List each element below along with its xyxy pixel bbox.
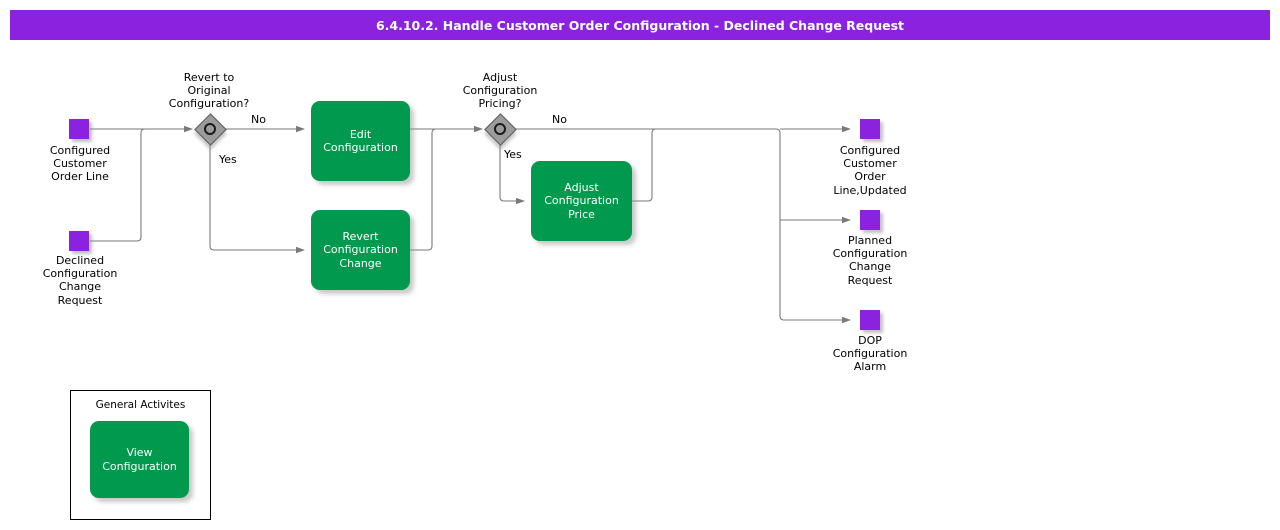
data-object-configured-customer-order-line-updated[interactable] [860, 119, 880, 139]
task-adjust-configuration-price[interactable]: Adjust Configuration Price [531, 161, 632, 241]
task-label-edit-configuration: Edit Configuration [323, 127, 398, 155]
flow-label-gw1-yes: Yes [219, 153, 237, 166]
legend-task-view-configuration[interactable]: View Configuration [90, 421, 189, 498]
gateway-label-adjust-configuration-pricing: Adjust Configuration Pricing? [462, 71, 538, 111]
data-object-label-configured-customer-order-line: Configured Customer Order Line [49, 144, 111, 184]
task-revert-configuration-change[interactable]: Revert Configuration Change [311, 210, 410, 290]
data-object-label-dop-configuration-alarm: DOP Configuration Alarm [832, 334, 908, 374]
gateway-revert-to-original-configuration[interactable] [194, 113, 227, 146]
page-title: 6.4.10.2. Handle Customer Order Configur… [10, 10, 1270, 40]
task-label-adjust-configuration-price: Adjust Configuration Price [544, 180, 619, 221]
data-object-label-planned-configuration-change-request: Planned Configuration Change Request [832, 234, 908, 287]
data-object-planned-configuration-change-request[interactable] [860, 210, 880, 230]
task-label-revert-configuration-change: Revert Configuration Change [323, 229, 398, 270]
edge-adjust-configuration-price-to-merge [632, 128, 676, 202]
data-object-dop-configuration-alarm[interactable] [860, 310, 880, 330]
legend-task-label-view-configuration: View Configuration [102, 446, 177, 473]
flow-label-gw2-yes: Yes [504, 148, 522, 161]
gateway-inclusive-ring-icon [494, 123, 506, 135]
flow-label-gw1-no: No [251, 113, 266, 126]
gateway-label-revert-to-original-configuration: Revert to Original Configuration? [168, 71, 250, 111]
data-object-label-configured-customer-order-line-updated: Configured Customer Order Line,Updated [833, 144, 907, 197]
data-object-configured-customer-order-line[interactable] [69, 119, 89, 139]
data-object-label-declined-configuration-change-request: Declined Configuration Change Request [42, 254, 118, 307]
edge-revert-configuration-change-to-gw2 [410, 128, 452, 251]
flow-label-gw2-no: No [552, 113, 567, 126]
legend-title: General Activites [95, 399, 186, 411]
task-edit-configuration[interactable]: Edit Configuration [311, 101, 410, 181]
gateway-inclusive-ring-icon [204, 123, 216, 135]
gateway-adjust-configuration-pricing[interactable] [484, 113, 517, 146]
data-object-declined-configuration-change-request[interactable] [69, 231, 89, 251]
